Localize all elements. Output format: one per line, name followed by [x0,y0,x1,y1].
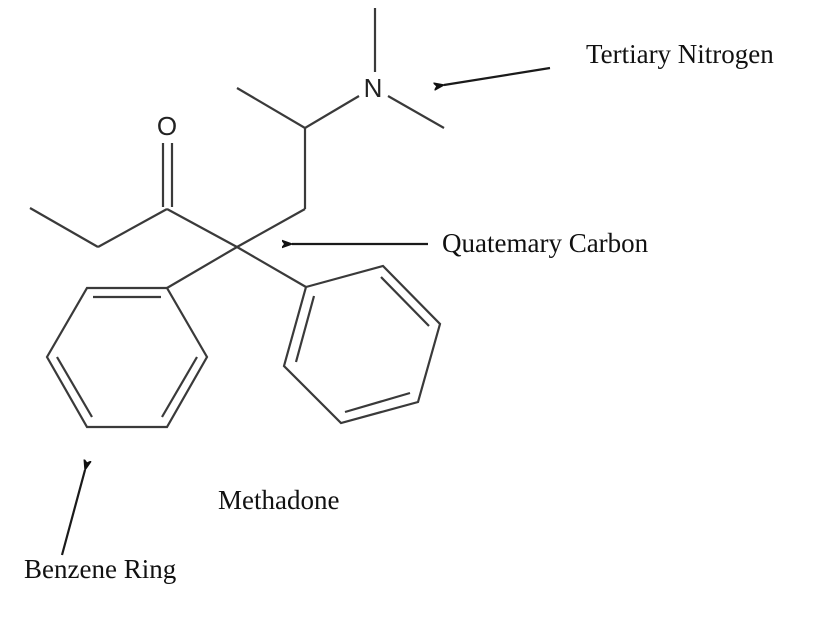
quaternary-carbon-label: Quatemary Carbon [442,228,649,258]
oxygen-atom: O [157,111,177,141]
benzene-ring-label: Benzene Ring [24,554,176,584]
dimethylamino-group: N [364,8,445,129]
tertiary-nitrogen-label: Tertiary Nitrogen [586,39,774,69]
benzene-ring-arrow [60,470,85,556]
carbonyl-group: O [157,111,177,207]
tertiary-nitrogen-arrow [444,66,551,85]
compound-name-label: Methadone [218,485,339,515]
right-benzene-ring [236,246,442,425]
nitrogen-atom: N [364,73,383,103]
carbon-chain [29,87,360,248]
left-benzene-ring [45,246,238,429]
